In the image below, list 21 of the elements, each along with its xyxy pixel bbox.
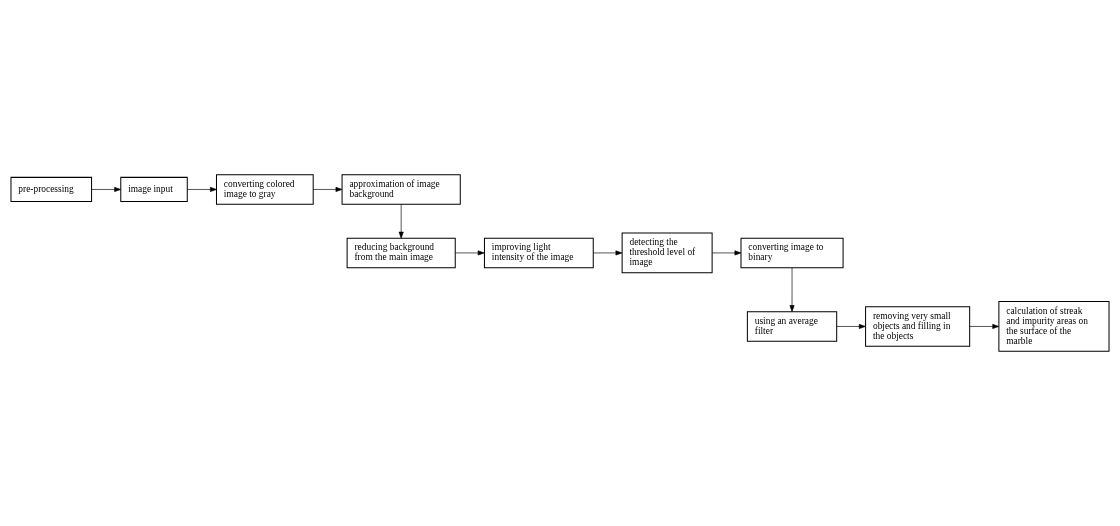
node-box: converting image to binary	[740, 237, 844, 269]
node-box: pre-processing	[10, 176, 93, 203]
arrow	[711, 250, 742, 256]
arrow	[187, 187, 217, 192]
node-box: converting colored image to gray	[215, 174, 314, 205]
node-box: approximation of image background	[341, 174, 461, 205]
node-box: detecting the threshold level of image	[621, 232, 713, 274]
arrow	[398, 204, 404, 239]
arrow	[455, 250, 485, 256]
node-box: improving light intensity of the image	[483, 237, 594, 269]
arrow	[969, 324, 1000, 329]
arrow	[836, 324, 866, 329]
node-box: using an average filter	[746, 311, 838, 342]
arrow	[789, 267, 795, 312]
node-box: removing very small objects and filling in the objects	[865, 306, 971, 347]
arrow	[312, 187, 343, 192]
arrow	[91, 187, 121, 192]
arrow	[593, 250, 623, 256]
node-box: calculation of streak and impurity areas on the surface of the marble	[998, 301, 1110, 352]
node-box: reducing background from the main image	[346, 237, 456, 269]
node-box: image input	[120, 176, 188, 203]
